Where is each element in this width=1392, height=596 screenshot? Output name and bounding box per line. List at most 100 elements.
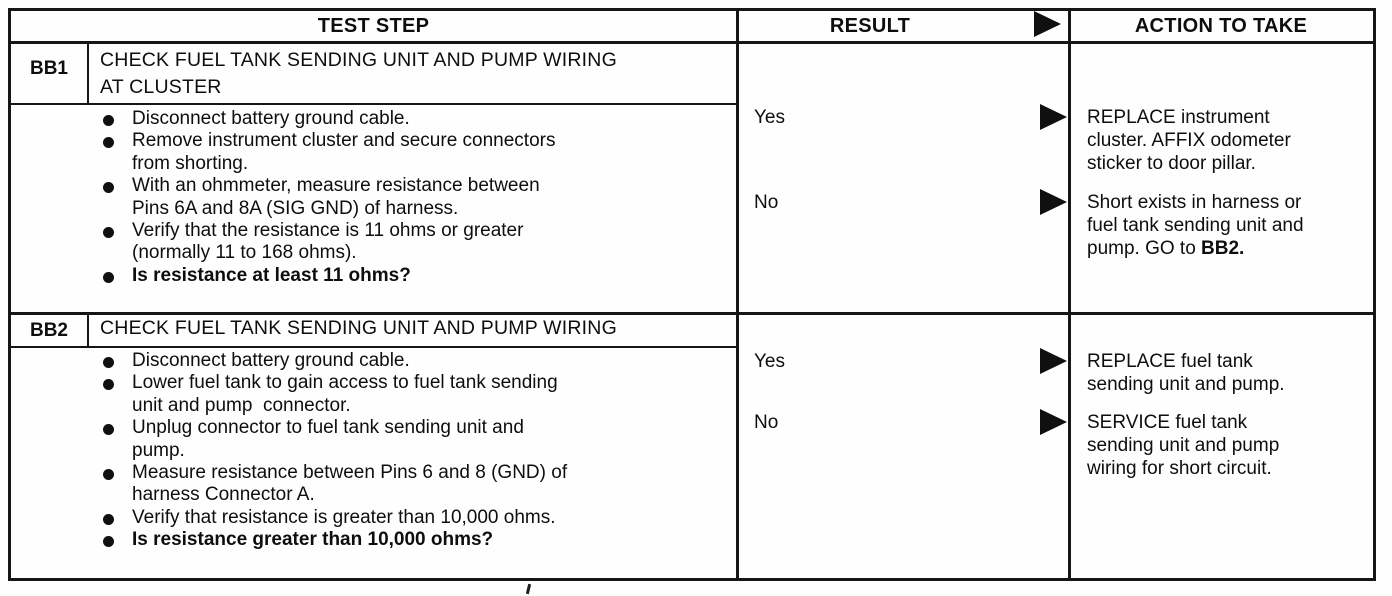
bullet-dot-icon bbox=[100, 175, 132, 220]
action-line: SERVICE fuel tank bbox=[1087, 412, 1248, 433]
bullet-item: Disconnect battery ground cable. bbox=[100, 350, 732, 372]
bullet-line: Disconnect battery ground cable. bbox=[132, 108, 410, 129]
action-line-text: pump. GO to bbox=[1087, 238, 1202, 259]
scan-artifact-mark bbox=[525, 583, 532, 595]
bb1-title-bottom-line bbox=[8, 103, 739, 105]
step-id-bb2: BB2 bbox=[29, 319, 68, 341]
action-text-bb1-yes: REPLACE instrument cluster. AFFIX odomet… bbox=[1087, 106, 1379, 175]
action-line: pump. GO to BB2. bbox=[1087, 237, 1379, 260]
bullet-line: (normally 11 to 168 ohms). bbox=[132, 242, 357, 264]
step-title-line: AT CLUSTER bbox=[100, 76, 222, 98]
action-line: REPLACE fuel tank bbox=[1087, 351, 1253, 372]
step-id-bb1: BB1 bbox=[29, 57, 68, 79]
bullet-item: Measure resistance between Pins 6 and 8 … bbox=[100, 462, 732, 507]
step-title-line: CHECK FUEL TANK SENDING UNIT AND PUMP WI… bbox=[100, 49, 617, 71]
step-title-bb1: CHECK FUEL TANK SENDING UNIT AND PUMP WI… bbox=[100, 47, 732, 101]
bullet-text: With an ohmmeter, measure resistance bet… bbox=[132, 175, 540, 220]
bullet-dot-icon bbox=[100, 265, 132, 287]
bb2-id-divider bbox=[87, 315, 89, 346]
header-row-bottom-line bbox=[8, 41, 1376, 44]
bullet-dot-icon bbox=[100, 108, 132, 130]
step-bb2-bullet-list: Disconnect battery ground cable. Lower f… bbox=[100, 350, 732, 552]
bullet-item: Remove instrument cluster and secure con… bbox=[100, 130, 732, 175]
action-line: wiring for short circuit. bbox=[1087, 458, 1272, 479]
bullet-line: Is resistance greater than 10,000 ohms? bbox=[132, 529, 494, 551]
bullet-item-question: Is resistance at least 11 ohms? bbox=[100, 265, 732, 287]
bullet-line: Unplug connector to fuel tank sending un… bbox=[132, 417, 524, 439]
bullet-text: Measure resistance between Pins 6 and 8 … bbox=[132, 462, 567, 507]
bullet-dot-icon bbox=[100, 350, 132, 372]
action-line: sending unit and pump. bbox=[1087, 374, 1285, 395]
action-line: sticker to door pillar. bbox=[1087, 153, 1256, 174]
bullet-line: Lower fuel tank to gain access to fuel t… bbox=[132, 372, 558, 394]
bullet-dot-icon bbox=[100, 130, 132, 175]
bb2-title-bottom-line bbox=[8, 346, 739, 348]
action-line-bold-ref: BB2. bbox=[1201, 238, 1245, 259]
bullet-dot-icon bbox=[100, 529, 132, 551]
bullet-item: Disconnect battery ground cable. bbox=[100, 108, 732, 130]
section-divider-line bbox=[8, 312, 1376, 315]
bullet-dot-icon bbox=[100, 462, 132, 507]
bullet-line: unit and pump connector. bbox=[132, 394, 351, 416]
action-text-bb1-no: Short exists in harness or fuel tank sen… bbox=[1087, 191, 1379, 260]
bb1-id-divider bbox=[87, 44, 89, 103]
column-header-test-step: TEST STEP bbox=[317, 14, 430, 37]
bullet-line: harness Connector A. bbox=[132, 484, 315, 506]
result-label-bb1-no: No bbox=[754, 192, 779, 213]
bullet-line: Is resistance at least 11 ohms? bbox=[132, 264, 411, 286]
step-title-line: CHECK FUEL TANK SENDING UNIT AND PUMP WI… bbox=[100, 317, 617, 339]
action-line: fuel tank sending unit and bbox=[1087, 215, 1304, 236]
action-line: cluster. AFFIX odometer bbox=[1087, 130, 1291, 151]
bullet-item: With an ohmmeter, measure resistance bet… bbox=[100, 175, 732, 220]
bullet-text: Disconnect battery ground cable. bbox=[132, 108, 410, 130]
bullet-dot-icon bbox=[100, 372, 132, 417]
bullet-text: Verify that the resistance is 11 ohms or… bbox=[132, 220, 523, 265]
divider-result-action bbox=[1068, 8, 1071, 581]
bullet-line: Remove instrument cluster and secure con… bbox=[132, 130, 556, 152]
bullet-item: Verify that the resistance is 11 ohms or… bbox=[100, 220, 732, 265]
bullet-item: Unplug connector to fuel tank sending un… bbox=[100, 417, 732, 462]
result-arrow-icon bbox=[1040, 348, 1067, 374]
step-title-bb2: CHECK FUEL TANK SENDING UNIT AND PUMP WI… bbox=[100, 315, 732, 342]
result-label-bb1-yes: Yes bbox=[754, 107, 785, 128]
bullet-text: Is resistance at least 11 ohms? bbox=[132, 265, 411, 287]
result-arrow-icon bbox=[1040, 409, 1067, 435]
step-bb1-bullet-list: Disconnect battery ground cable. Remove … bbox=[100, 108, 732, 287]
table-border-right bbox=[1373, 8, 1376, 581]
bullet-dot-icon bbox=[100, 417, 132, 462]
bullet-line: from shorting. bbox=[132, 152, 249, 174]
bullet-line: Verify that the resistance is 11 ohms or… bbox=[132, 220, 524, 242]
bullet-line: pump. bbox=[132, 439, 185, 461]
bullet-item: Verify that resistance is greater than 1… bbox=[100, 507, 732, 529]
table-border-left bbox=[8, 8, 11, 581]
bullet-dot-icon bbox=[100, 220, 132, 265]
bullet-text: Unplug connector to fuel tank sending un… bbox=[132, 417, 524, 462]
divider-teststep-result bbox=[736, 8, 739, 581]
bullet-line: Disconnect battery ground cable. bbox=[132, 350, 410, 371]
bullet-text: Is resistance greater than 10,000 ohms? bbox=[132, 529, 493, 551]
action-line: REPLACE instrument bbox=[1087, 107, 1270, 128]
action-text-bb2-no: SERVICE fuel tank sending unit and pump … bbox=[1087, 411, 1379, 480]
bullet-line: With an ohmmeter, measure resistance bet… bbox=[132, 175, 540, 197]
bullet-line: Measure resistance between Pins 6 and 8 … bbox=[132, 462, 568, 484]
bullet-text: Verify that resistance is greater than 1… bbox=[132, 507, 556, 529]
bullet-line: Verify that resistance is greater than 1… bbox=[132, 506, 556, 528]
bullet-item: Lower fuel tank to gain access to fuel t… bbox=[100, 372, 732, 417]
bullet-text: Disconnect battery ground cable. bbox=[132, 350, 410, 372]
result-arrow-icon bbox=[1040, 104, 1067, 130]
action-line: Short exists in harness or bbox=[1087, 192, 1302, 213]
result-arrow-icon bbox=[1040, 189, 1067, 215]
bullet-text: Lower fuel tank to gain access to fuel t… bbox=[132, 372, 558, 417]
table-border-bottom bbox=[8, 578, 1376, 581]
bullet-item-question: Is resistance greater than 10,000 ohms? bbox=[100, 529, 732, 551]
action-text-bb2-yes: REPLACE fuel tank sending unit and pump. bbox=[1087, 350, 1379, 396]
bullet-text: Remove instrument cluster and secure con… bbox=[132, 130, 555, 175]
result-label-bb2-yes: Yes bbox=[754, 351, 785, 372]
action-line: sending unit and pump bbox=[1087, 435, 1280, 456]
column-header-action-to-take: ACTION TO TAKE bbox=[1134, 14, 1308, 37]
bullet-dot-icon bbox=[100, 507, 132, 529]
column-header-result: RESULT bbox=[829, 14, 911, 37]
table-border-top bbox=[8, 8, 1376, 11]
result-header-arrow-icon bbox=[1034, 11, 1061, 37]
